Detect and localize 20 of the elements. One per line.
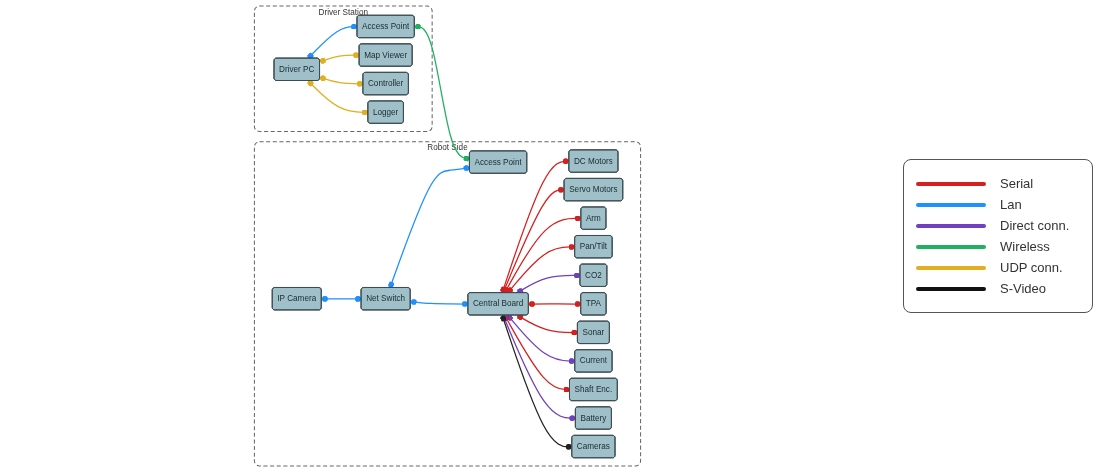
connector <box>320 295 362 302</box>
connector <box>319 52 360 64</box>
legend-label: Wireless <box>1000 239 1050 254</box>
connector <box>500 158 570 294</box>
legend-label: Serial <box>1000 176 1034 191</box>
legend-label: S-Video <box>1000 281 1046 296</box>
connector <box>500 314 573 450</box>
connector <box>413 23 471 162</box>
connector <box>319 75 364 87</box>
connector <box>307 80 369 116</box>
connector <box>409 298 469 308</box>
connector <box>388 164 471 289</box>
connector <box>506 314 576 365</box>
connector <box>506 243 576 294</box>
legend-label: UDP conn. <box>1000 260 1063 275</box>
legend-label: Direct conn. <box>1000 218 1070 233</box>
legend-label: Lan <box>1000 197 1022 212</box>
connector <box>307 23 358 59</box>
connector <box>528 300 582 308</box>
connector <box>503 215 582 294</box>
